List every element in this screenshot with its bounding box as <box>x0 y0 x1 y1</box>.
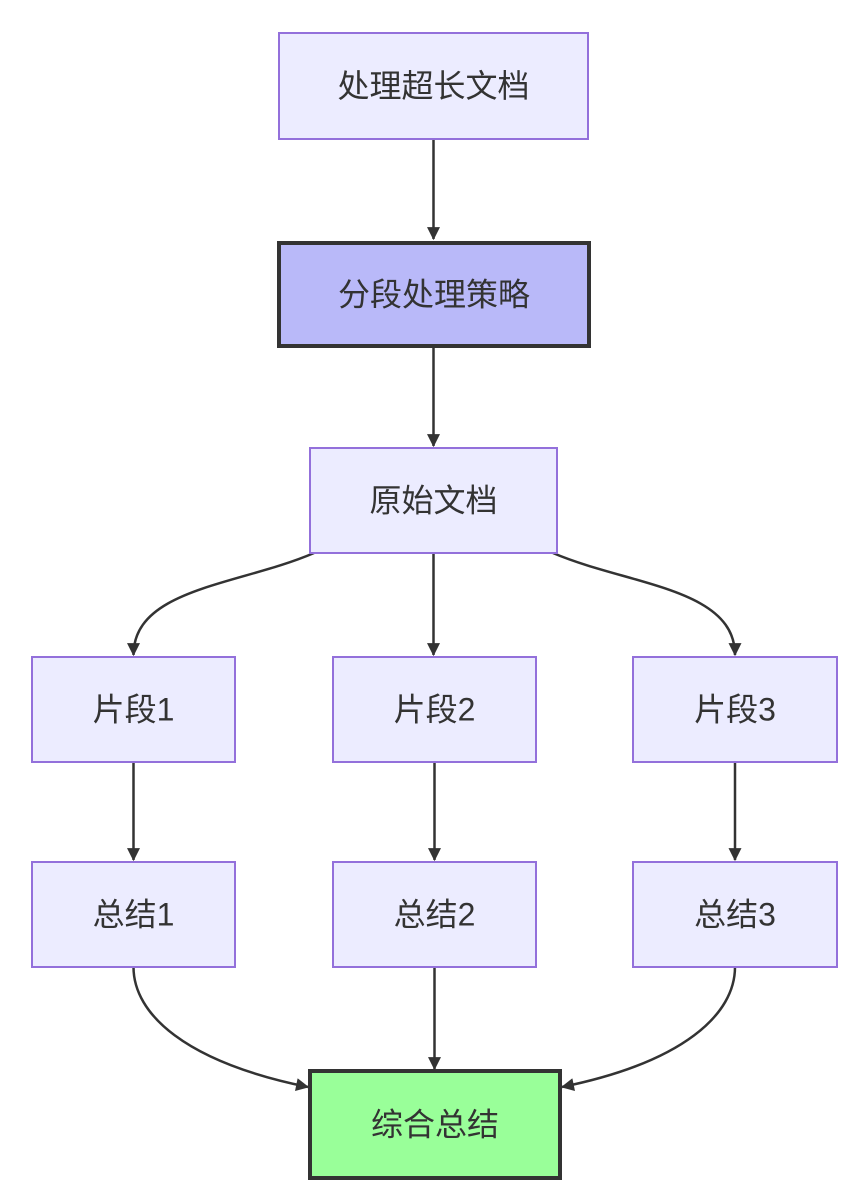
node-fragment-3-label: 片段3 <box>694 692 776 728</box>
node-combined-summary-label: 综合总结 <box>371 1107 499 1143</box>
node-combined-summary: 综合总结 <box>308 1069 562 1180</box>
node-fragment-1-label: 片段1 <box>93 692 175 728</box>
edge-original-to-fragment3 <box>552 551 742 657</box>
node-process-long-doc-label: 处理超长文档 <box>337 68 529 104</box>
node-summary-2: 总结2 <box>332 861 537 968</box>
node-fragment-2-box <box>332 656 537 763</box>
node-fragment-2: 片段2 <box>332 656 537 763</box>
node-fragment-3-box <box>632 656 838 763</box>
node-combined-summary-box <box>308 1069 562 1180</box>
node-process-long-doc-box <box>278 32 589 140</box>
node-fragment-3: 片段3 <box>632 656 838 763</box>
node-summary-3: 总结3 <box>632 861 838 968</box>
node-summary-3-box <box>632 861 838 968</box>
edge-layer <box>127 139 742 1091</box>
edge-summary1-to-combined <box>132 966 310 1091</box>
node-summary-2-box <box>332 861 537 968</box>
node-process-long-doc: 处理超长文档 <box>278 32 589 140</box>
node-segmentation-strategy-label: 分段处理策略 <box>338 277 530 313</box>
node-fragment-1: 片段1 <box>31 656 236 763</box>
node-segmentation-strategy-box <box>277 241 591 348</box>
node-original-doc-label: 原始文档 <box>369 483 497 519</box>
node-original-doc: 原始文档 <box>309 447 558 554</box>
node-summary-3-label: 总结3 <box>694 897 776 933</box>
node-summary-1-box <box>31 861 236 968</box>
node-summary-1: 总结1 <box>31 861 236 968</box>
node-fragment-1-box <box>31 656 236 763</box>
node-summary-1-label: 总结1 <box>93 897 175 933</box>
edge-summary3-to-combined <box>560 966 737 1091</box>
node-original-doc-box <box>309 447 558 554</box>
edge-original-to-fragment1 <box>127 551 315 657</box>
node-summary-2-label: 总结2 <box>394 897 476 933</box>
node-fragment-2-label: 片段2 <box>394 692 476 728</box>
node-segmentation-strategy: 分段处理策略 <box>277 241 591 348</box>
